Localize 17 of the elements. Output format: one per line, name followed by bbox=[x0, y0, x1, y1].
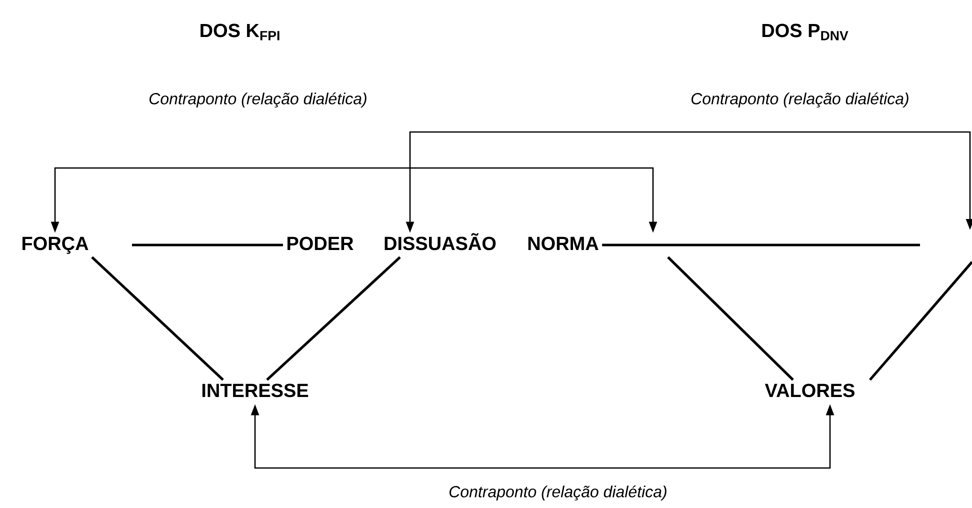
connector-line bbox=[869, 261, 972, 381]
node-label: FORÇA bbox=[22, 236, 88, 254]
edge-label: Contraponto (relação dialética) bbox=[446, 483, 670, 503]
node-label: INTERESSE bbox=[202, 384, 308, 398]
node-label: DISSUASÃO bbox=[384, 233, 496, 250]
edge-label: Contraponto (relação dialética) bbox=[688, 90, 912, 110]
connector-line bbox=[132, 244, 284, 246]
connector-line bbox=[667, 256, 794, 381]
heading: DOS P$_{DNV}$ bbox=[762, 24, 848, 40]
connector-line bbox=[91, 256, 224, 381]
node-label: NORMA bbox=[528, 236, 598, 250]
connector-line bbox=[602, 244, 920, 246]
connector-line bbox=[266, 256, 401, 381]
edge-label: Contraponto (relação dialética) bbox=[146, 90, 370, 110]
node-label: PODER bbox=[288, 236, 354, 250]
node-label: VALORES bbox=[764, 384, 854, 398]
heading: DOS K$_{FPI}$ bbox=[200, 24, 280, 40]
